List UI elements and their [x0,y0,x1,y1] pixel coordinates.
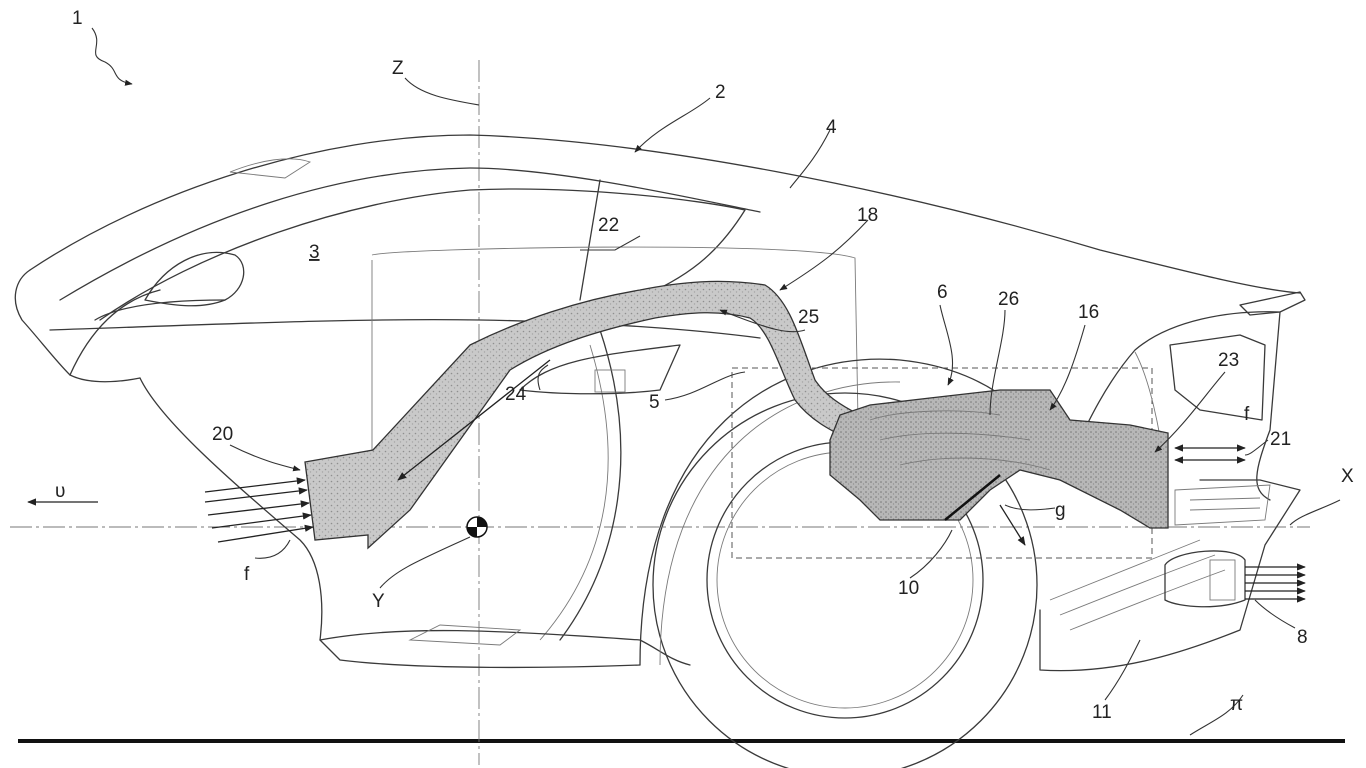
center-of-gravity-symbol [466,516,488,538]
diffuser-fins [1049,539,1226,631]
lower-sill [319,629,691,666]
label-20: 20 [212,424,233,445]
exhaust-outlet [1209,559,1236,601]
g-arrow [999,504,1026,546]
label-8: 8 [1297,627,1308,648]
label-25: 25 [798,307,819,328]
intake-window [594,369,626,393]
label-21: 21 [1270,429,1291,450]
label-23: 23 [1218,350,1239,371]
label-26: 26 [998,289,1019,310]
label-x: X [1341,466,1354,487]
label-18: 18 [857,205,878,226]
engine-assembly-6 [829,389,1169,529]
door-outline [559,329,622,641]
label-1: 1 [72,8,83,29]
rear-wheel [652,392,1038,768]
rear-flow-arrows [1245,563,1306,603]
label-3: 3 [309,242,320,263]
label-velocity: υ [55,481,65,502]
roof-inner-line [59,167,761,301]
rear-grille [1174,484,1271,526]
sill-vent [408,624,522,646]
roof-outline [29,134,1301,294]
engine-detail [869,410,1051,471]
gap-line-10 [944,474,1001,521]
b-pillar-22 [579,179,601,301]
label-22: 22 [598,215,619,236]
tail-light-panel [1169,334,1266,421]
front-nose [14,269,141,383]
rear-spoiler [1239,291,1306,316]
label-6: 6 [937,282,948,303]
label-5: 5 [649,392,660,413]
mirror-base [94,299,226,321]
label-10: 10 [898,578,919,599]
label-11: 11 [1092,702,1112,723]
label-4: 4 [826,117,837,138]
front-lower [139,377,641,669]
leader-lines [91,27,1341,736]
belt-line [49,319,761,339]
label-pi: π [1230,694,1243,715]
label-16: 16 [1078,302,1099,323]
roof-trim-line [229,158,312,179]
side-intake [519,344,681,395]
front-flow-arrows [204,477,314,543]
front-bumper-curve [69,289,161,376]
label-g: g [1055,500,1066,521]
duct-18 [304,280,861,550]
side-mirror [144,251,245,307]
door-curve [539,344,609,641]
label-24: 24 [505,384,527,405]
rear-bumper [1039,479,1301,672]
label-2: 2 [715,82,726,103]
rear-deck [1059,311,1281,501]
label-f-front: f [244,564,250,585]
label-z: Z [392,58,404,79]
vent-flow-arrows-21 [1174,444,1246,464]
label-f-rear: f [1244,404,1250,425]
label-y: Y [372,591,385,612]
exhaust-tip [1164,550,1246,608]
wheel-arch-inner [659,381,901,666]
duct-flow-arrow [397,359,551,481]
